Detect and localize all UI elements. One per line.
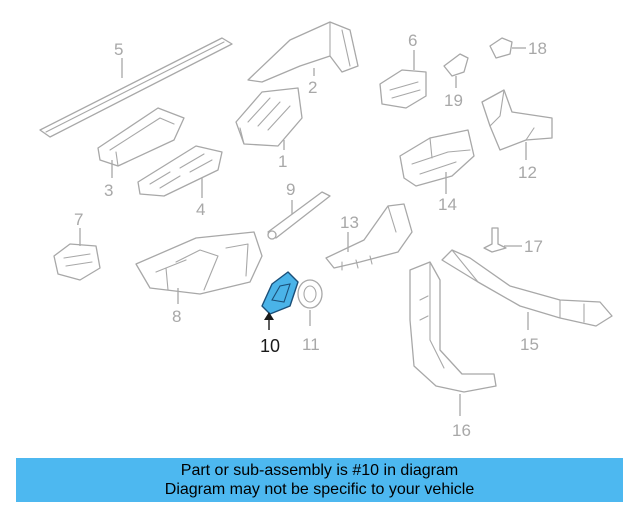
part-17: 17 xyxy=(483,227,543,256)
part-7: 7 xyxy=(53,210,101,281)
banner-line-2: Diagram may not be specific to your vehi… xyxy=(164,481,475,498)
part-5: 5 xyxy=(39,37,233,138)
callout-5: 5 xyxy=(114,40,123,59)
callout-2: 2 xyxy=(308,78,317,97)
callout-1: 1 xyxy=(278,152,287,171)
callout-8: 8 xyxy=(172,307,181,326)
part-11: 11 xyxy=(297,279,323,354)
part-18: 18 xyxy=(489,37,547,59)
part-12: 12 xyxy=(481,89,553,182)
part-15: 15 xyxy=(441,249,613,354)
part-8: 8 xyxy=(135,231,263,326)
parts-diagram: 5 2 1 3 4 9 7 xyxy=(39,21,613,440)
part-14: 14 xyxy=(399,129,475,214)
callout-14: 14 xyxy=(438,195,457,214)
part-2: 2 xyxy=(247,21,359,97)
part-4: 4 xyxy=(137,145,223,219)
callout-15: 15 xyxy=(520,335,539,354)
callout-11: 11 xyxy=(302,335,320,354)
callout-9: 9 xyxy=(286,180,295,199)
callout-4: 4 xyxy=(196,200,205,219)
part-13: 13 xyxy=(325,203,413,271)
part-6: 6 xyxy=(379,31,427,109)
callout-18: 18 xyxy=(528,39,547,58)
callout-16: 16 xyxy=(452,421,471,440)
banner-line-1: Part or sub-assembly is #10 in diagram xyxy=(180,462,459,479)
callout-13: 13 xyxy=(340,213,359,232)
callout-12: 12 xyxy=(518,163,537,182)
callout-3: 3 xyxy=(104,181,113,200)
callout-10: 10 xyxy=(260,336,280,356)
part-10-highlighted: 10 xyxy=(260,271,299,356)
part-19: 19 xyxy=(443,53,469,110)
callout-6: 6 xyxy=(408,31,417,50)
part-9: 9 xyxy=(267,180,331,240)
callout-17: 17 xyxy=(524,237,543,256)
callout-19: 19 xyxy=(444,91,463,110)
part-3: 3 xyxy=(97,107,185,200)
part-1: 1 xyxy=(235,87,303,171)
callout-7: 7 xyxy=(74,210,83,229)
arrow-icon xyxy=(264,312,274,320)
info-banner: Part or sub-assembly is #10 in diagram D… xyxy=(16,458,623,502)
part-16: 16 xyxy=(409,261,497,440)
